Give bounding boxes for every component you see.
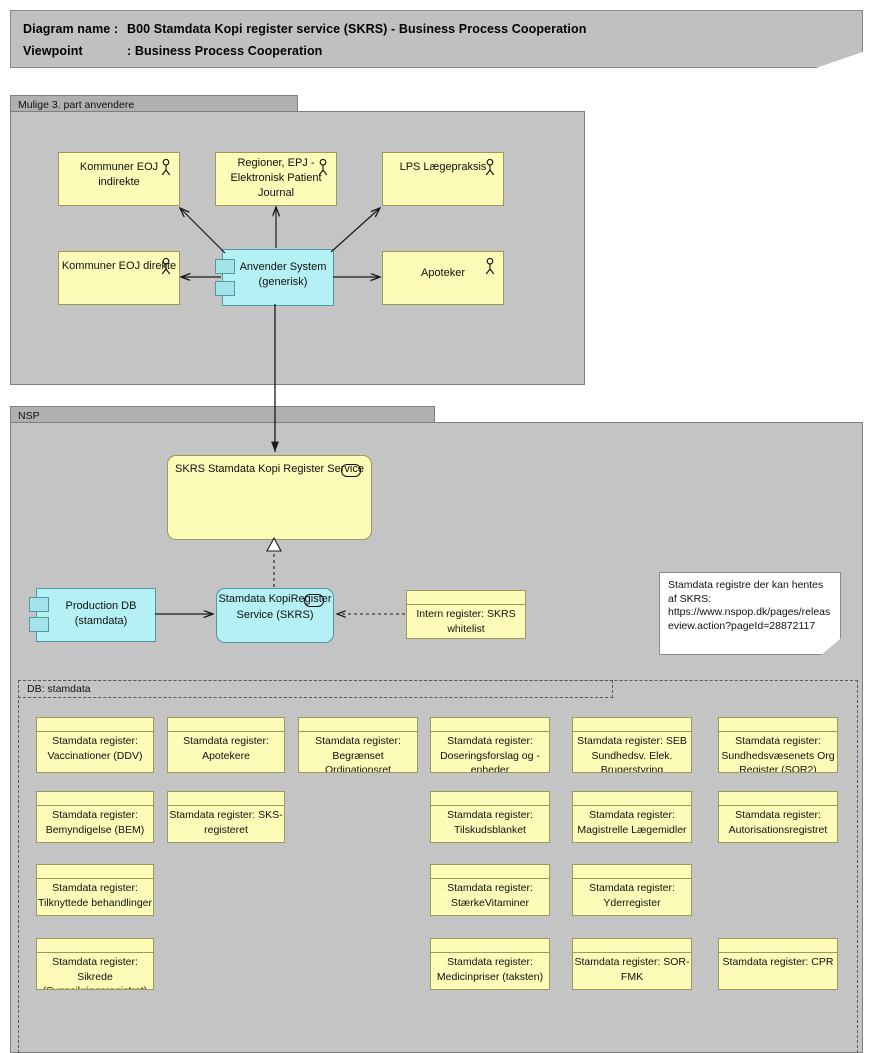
register-box[interactable]: Stamdata register: Apotekere xyxy=(167,717,285,773)
register-band xyxy=(431,939,549,953)
register-band xyxy=(573,865,691,879)
register-label: Stamdata register: SOR-FMK xyxy=(574,956,690,983)
component-production-db[interactable]: Production DB (stamdata) xyxy=(29,588,156,642)
register-box[interactable]: Stamdata register: Tilskudsblanket xyxy=(430,791,550,843)
actor-label: LPS Lægepraksis xyxy=(399,161,487,173)
register-band xyxy=(573,718,691,732)
register-box[interactable]: Stamdata register: CPR xyxy=(718,938,838,990)
register-box[interactable]: Stamdata register: Sikrede (Sygesikrings… xyxy=(36,938,154,990)
component-label: Production DB (stamdata) xyxy=(65,600,137,627)
register-intern-skrs-whitelist[interactable]: Intern register: SKRS whitelist xyxy=(406,590,526,639)
service-oval-icon xyxy=(341,464,361,477)
actor-kommuner-eoj-indirekte[interactable]: Kommuner EOJ indirekte xyxy=(58,152,180,206)
actor-label: Kommuner EOJ indirekte xyxy=(79,161,159,188)
component-tab-icon xyxy=(215,259,235,274)
actor-regioner-epj[interactable]: Regioner, EPJ - Elektronisk Patient Jour… xyxy=(215,152,337,206)
actor-icon xyxy=(485,159,495,176)
diagram-title-banner: Diagram name : B00 Stamdata Kopi register… xyxy=(10,10,863,68)
actor-icon xyxy=(161,159,171,176)
actor-apoteker[interactable]: Apoteker xyxy=(382,251,504,305)
register-band xyxy=(37,865,153,879)
actor-kommuner-eoj-direkte[interactable]: Kommuner EOJ direkte xyxy=(58,251,180,305)
register-label: Stamdata register: Tilskudsblanket xyxy=(447,809,533,836)
register-label: Stamdata register: Medicinpriser (takste… xyxy=(436,956,544,983)
register-box[interactable]: Stamdata register: SOR-FMK xyxy=(572,938,692,990)
register-band xyxy=(431,865,549,879)
register-label: Stamdata register: CPR xyxy=(722,956,834,968)
service-oval-icon xyxy=(304,594,324,607)
note-skrs-source: Stamdata registre der kan hentes af SKRS… xyxy=(659,572,841,655)
service-stamdata-kopiregister[interactable]: Stamdata KopiRegister Service (SKRS) xyxy=(216,588,334,643)
register-band xyxy=(37,939,153,953)
register-band xyxy=(719,718,837,732)
service-label: Stamdata KopiRegister Service (SKRS) xyxy=(218,593,332,621)
register-box[interactable]: Stamdata register: Doseringsforslag og -… xyxy=(430,717,550,773)
register-label: Stamdata register: Bemyndigelse (BEM) xyxy=(45,809,145,836)
register-box[interactable]: Stamdata register: SEB Sundhedsv. Elek. … xyxy=(572,717,692,773)
register-box[interactable]: Stamdata register: Yderregister xyxy=(572,864,692,916)
register-label: Stamdata register: SKS-registeret xyxy=(169,809,283,836)
register-box[interactable]: Stamdata register: Sundhedsvæsenets Org … xyxy=(718,717,838,773)
register-band xyxy=(37,718,153,732)
service-skrs-stamdata-kopi-register[interactable]: SKRS Stamdata Kopi Register Service xyxy=(167,455,372,540)
diagram-name-key: Diagram name : xyxy=(23,22,119,36)
register-box[interactable]: Stamdata register: StærkeVitaminer xyxy=(430,864,550,916)
register-band xyxy=(719,792,837,806)
service-label: SKRS Stamdata Kopi Register Service xyxy=(175,463,364,475)
actor-lps-laegepraksis[interactable]: LPS Lægepraksis xyxy=(382,152,504,206)
register-label: Stamdata register: Magistrelle Lægemidle… xyxy=(577,809,687,836)
register-box[interactable]: Stamdata register: Tilknyttede behandlin… xyxy=(36,864,154,916)
component-tab-icon xyxy=(29,597,49,612)
register-band xyxy=(407,591,525,605)
register-box[interactable]: Stamdata register: Medicinpriser (takste… xyxy=(430,938,550,990)
register-box[interactable]: Stamdata register: Begrænset Ordinations… xyxy=(298,717,418,773)
register-box[interactable]: Stamdata register: Magistrelle Lægemidle… xyxy=(572,791,692,843)
viewpoint-key: Viewpoint xyxy=(23,44,83,58)
register-label: Stamdata register: Autorisationsregistre… xyxy=(728,809,828,836)
register-band xyxy=(168,718,284,732)
register-box[interactable]: Stamdata register: Bemyndigelse (BEM) xyxy=(36,791,154,843)
register-label: Stamdata register: StærkeVitaminer xyxy=(447,882,533,909)
actor-icon xyxy=(318,159,328,176)
register-label: Stamdata register: SEB Sundhedsv. Elek. … xyxy=(577,735,687,772)
register-band xyxy=(431,792,549,806)
actor-label: Apoteker xyxy=(420,267,466,279)
component-tab-icon xyxy=(215,281,235,296)
register-band xyxy=(37,792,153,806)
register-band xyxy=(573,939,691,953)
register-box[interactable]: Stamdata register: Autorisationsregistre… xyxy=(718,791,838,843)
actor-label: Kommuner EOJ direkte xyxy=(61,260,177,272)
group-header-nsp: NSP xyxy=(10,406,435,423)
register-band xyxy=(573,792,691,806)
group-header-third-party: Mulige 3. part anvendere xyxy=(10,95,298,112)
actor-icon xyxy=(485,258,495,275)
component-tab-icon xyxy=(29,617,49,632)
actor-label: Regioner, EPJ - Elektronisk Patient Jour… xyxy=(230,157,322,199)
viewpoint-value: : Business Process Cooperation xyxy=(127,44,323,58)
register-label: Stamdata register: Sundhedsvæsenets Org … xyxy=(721,735,835,772)
register-band xyxy=(431,718,549,732)
register-band xyxy=(168,792,284,806)
register-label: Stamdata register: Apotekere xyxy=(183,735,269,762)
register-box[interactable]: Stamdata register: SKS-registeret xyxy=(167,791,285,843)
register-label: Stamdata register: Vaccinationer (DDV) xyxy=(47,735,143,762)
register-label: Stamdata register: Sikrede (Sygesikrings… xyxy=(43,956,147,989)
register-label: Stamdata register: Yderregister xyxy=(589,882,675,909)
register-band xyxy=(719,939,837,953)
register-label: Stamdata register: Begrænset Ordinations… xyxy=(315,735,401,772)
group-header-db-stamdata: DB: stamdata xyxy=(18,680,613,698)
component-label: Anvender System (generisk) xyxy=(239,261,327,288)
actor-icon xyxy=(161,258,171,275)
note-text: Stamdata registre der kan hentes af SKRS… xyxy=(668,579,831,632)
register-label: Intern register: SKRS whitelist xyxy=(416,608,516,635)
register-label: Stamdata register: Tilknyttede behandlin… xyxy=(37,882,153,909)
register-box[interactable]: Stamdata register: Vaccinationer (DDV) xyxy=(36,717,154,773)
diagram-name-value: B00 Stamdata Kopi register service (SKRS… xyxy=(127,22,587,36)
component-anvender-system[interactable]: Anvender System (generisk) xyxy=(215,249,334,306)
register-label: Stamdata register: Doseringsforslag og -… xyxy=(440,735,540,772)
register-band xyxy=(299,718,417,732)
